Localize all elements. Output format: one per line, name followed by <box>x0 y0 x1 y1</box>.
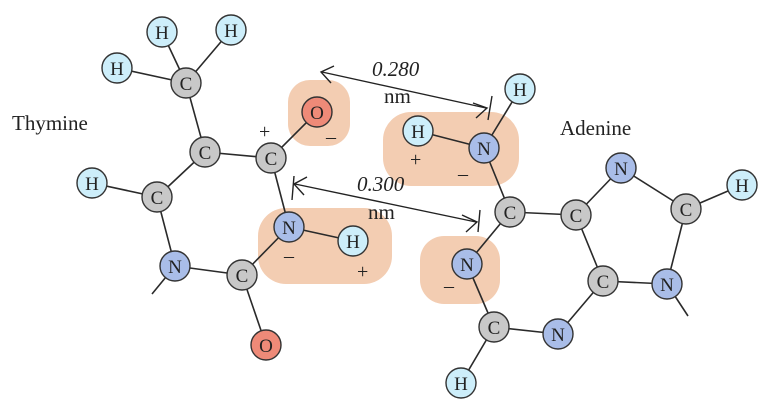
distance-value-2: 0.300 <box>357 172 405 196</box>
partial-charges: + – + – – + – <box>259 121 469 297</box>
svg-text:C: C <box>265 149 278 170</box>
svg-text:H: H <box>110 59 124 80</box>
atom-thymine-o2: O <box>250 329 282 361</box>
atom-adenine-n6: N <box>468 132 500 164</box>
charge-thymine-c4: + <box>259 121 270 143</box>
charge-adenine-n1: – <box>443 275 455 297</box>
svg-text:N: N <box>460 255 474 276</box>
atom-thymine-n1: N <box>159 250 191 282</box>
atom-thymine-c5: C <box>189 136 221 168</box>
adenine-label: Adenine <box>560 116 631 140</box>
svg-text:C: C <box>597 272 610 293</box>
svg-text:N: N <box>551 325 565 346</box>
svg-text:O: O <box>259 336 273 357</box>
atom-adenine-c4: C <box>587 265 619 297</box>
atom-thymine-c6: C <box>141 181 173 213</box>
svg-text:C: C <box>680 200 693 221</box>
atom-adenine-c2: C <box>478 311 510 343</box>
svg-text:N: N <box>477 139 491 160</box>
charge-thymine-o4: – <box>325 126 337 148</box>
atom-thymine-n3: N <box>273 211 305 243</box>
svg-text:N: N <box>168 257 182 278</box>
thymine-label: Thymine <box>12 111 88 135</box>
svg-text:H: H <box>411 122 425 143</box>
atom-adenine-c8: C <box>670 193 702 225</box>
svg-text:C: C <box>151 188 164 209</box>
atom-adenine-n1: N <box>451 248 483 280</box>
atom-thymine-h3: H <box>101 52 133 84</box>
atoms: H H H C C C O H C N H N C O H H N N H C … <box>76 14 758 399</box>
svg-text:H: H <box>346 232 360 253</box>
svg-text:N: N <box>282 218 296 239</box>
atom-adenine-n7: N <box>605 152 637 184</box>
svg-text:H: H <box>85 174 99 195</box>
distance-unit-2: nm <box>368 200 395 224</box>
atom-adenine-h-left: H <box>402 115 434 147</box>
distance-labels: 0.280 nm 0.300 nm <box>357 57 420 224</box>
atom-thymine-c2: C <box>226 259 258 291</box>
svg-text:H: H <box>513 80 527 101</box>
svg-text:O: O <box>310 103 324 124</box>
svg-text:C: C <box>570 206 583 227</box>
svg-text:H: H <box>735 176 749 197</box>
atom-thymine-c-methyl: C <box>170 67 202 99</box>
svg-text:C: C <box>236 266 249 287</box>
svg-text:H: H <box>224 21 238 42</box>
charge-adenine-n6: – <box>457 163 469 185</box>
svg-text:N: N <box>660 275 674 296</box>
atom-adenine-c6: C <box>494 196 526 228</box>
atom-thymine-o4: O <box>301 96 333 128</box>
svg-text:C: C <box>199 143 212 164</box>
atom-thymine-c4: C <box>255 142 287 174</box>
svg-text:H: H <box>454 374 468 395</box>
atom-adenine-h8: H <box>726 169 758 201</box>
atom-thymine-h2: H <box>215 14 247 46</box>
distance-unit-1: nm <box>384 84 411 108</box>
atom-adenine-n9: N <box>651 268 683 300</box>
svg-text:N: N <box>614 159 628 180</box>
charge-thymine-h3: + <box>357 261 368 283</box>
svg-text:C: C <box>180 74 193 95</box>
svg-text:H: H <box>155 23 169 44</box>
atom-thymine-h3n: H <box>337 225 369 257</box>
charge-thymine-n3: – <box>283 245 295 267</box>
distance-value-1: 0.280 <box>372 57 420 81</box>
atom-adenine-h2: H <box>445 367 477 399</box>
distance-arrows <box>291 65 493 233</box>
atom-adenine-h-top: H <box>504 73 536 105</box>
atom-adenine-n3: N <box>542 318 574 350</box>
atom-thymine-h6: H <box>76 167 108 199</box>
svg-text:C: C <box>488 318 501 339</box>
charge-adenine-h: + <box>410 149 421 171</box>
atom-thymine-h1: H <box>146 16 178 48</box>
svg-text:C: C <box>504 203 517 224</box>
atom-adenine-c5: C <box>560 199 592 231</box>
